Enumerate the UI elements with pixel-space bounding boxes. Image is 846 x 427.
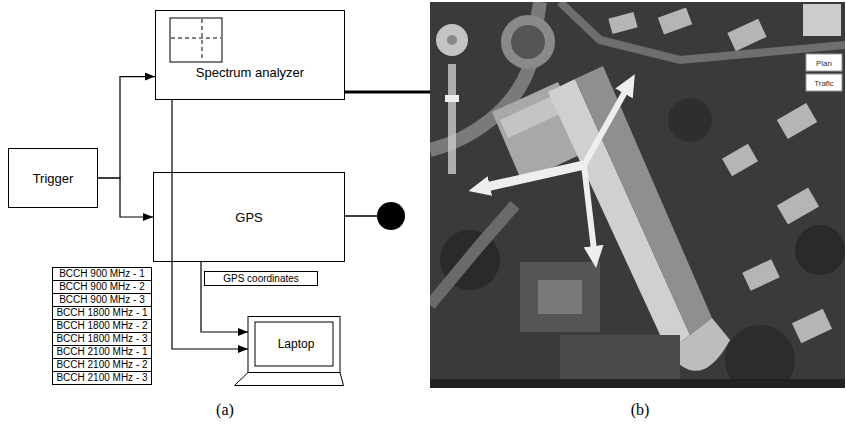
channel-tag: BCCH 900 MHz - 2	[52, 280, 152, 294]
gps-box: GPS	[153, 172, 345, 262]
channel-tag: BCCH 2100 MHz - 2	[52, 358, 152, 372]
node-text: BCCH 2100 MHz - 3	[56, 372, 147, 384]
arrow-connector	[172, 100, 248, 349]
channel-tag: BCCH 1800 MHz - 1	[52, 306, 152, 320]
gps-antenna-symbol	[345, 202, 405, 230]
node-text: BCCH 1800 MHz - 1	[56, 307, 147, 319]
node-text: GPS coordinates	[223, 273, 299, 285]
panel-letter: (a)	[216, 401, 234, 419]
analyzer-box: Spectrum analyzer	[155, 10, 345, 100]
channel-tag: BCCH 1800 MHz - 3	[52, 332, 152, 346]
map-button: Trafic	[814, 78, 834, 87]
node-text: BCCH 2100 MHz - 1	[56, 346, 147, 358]
node-text: BCCH 1800 MHz - 3	[56, 333, 147, 345]
arrow-connector	[98, 77, 155, 178]
node-text: BCCH 900 MHz - 2	[59, 281, 145, 293]
laptop-outline	[234, 316, 344, 386]
node-text: BCCH 900 MHz - 3	[59, 294, 145, 306]
arrow-connector	[98, 178, 153, 217]
node-text: GPS	[235, 210, 262, 225]
aerial-photo	[430, 2, 845, 388]
channel-tag: BCCH 900 MHz - 3	[52, 293, 152, 307]
node-text: BCCH 900 MHz - 1	[59, 268, 145, 280]
map-button: Plan	[816, 58, 832, 67]
node-text: Trigger	[33, 171, 74, 186]
channel-tag: BCCH 2100 MHz - 1	[52, 345, 152, 359]
trigger-box: Trigger	[8, 148, 98, 208]
node-text: Spectrum analyzer	[196, 65, 304, 80]
node-text: BCCH 2100 MHz - 2	[56, 359, 147, 371]
screen-icon	[170, 18, 222, 62]
data-tag: GPS coordinates	[204, 271, 318, 286]
panel-letter: (b)	[631, 401, 650, 419]
laptop-icon: Laptop	[234, 316, 344, 386]
node-text: BCCH 1800 MHz - 2	[56, 320, 147, 332]
channel-tag: BCCH 1800 MHz - 2	[52, 319, 152, 333]
channel-tag: BCCH 900 MHz - 1	[52, 267, 152, 281]
channel-tag: BCCH 2100 MHz - 3	[52, 371, 152, 385]
node-text: Laptop	[278, 337, 315, 351]
